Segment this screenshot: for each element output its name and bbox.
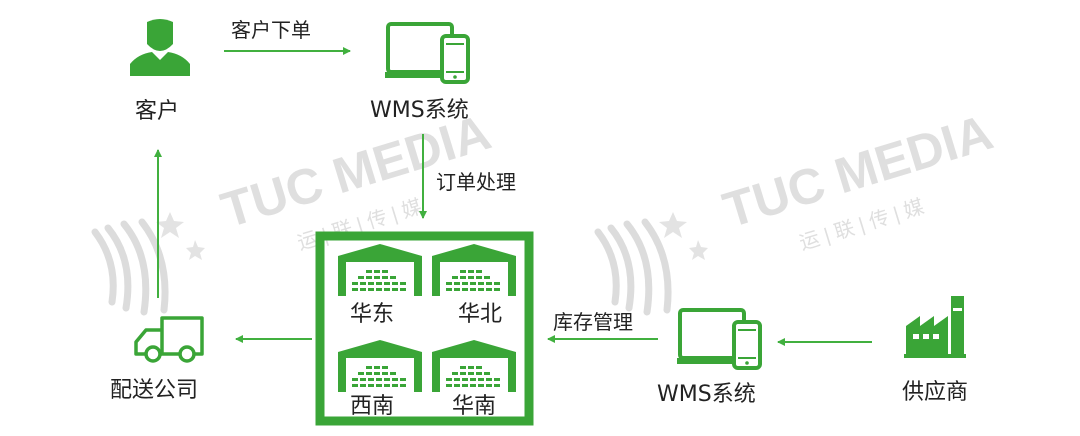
devices-icon xyxy=(675,308,762,370)
warehouse-north-china-label: 华北 xyxy=(458,302,503,327)
watermark-logo-icon xyxy=(594,218,672,316)
watermark-stars-icon xyxy=(156,212,205,260)
order-processing-label: 订单处理 xyxy=(436,170,516,194)
factory-icon xyxy=(904,296,966,358)
customer-label: 客户 xyxy=(135,99,180,124)
supplier-label: 供应商 xyxy=(902,380,969,405)
warehouse-icon xyxy=(338,340,422,392)
customer-order-label: 客户下单 xyxy=(231,18,311,42)
watermark-right: TUC MEDIA 运 | 联 | 传 | 媒 xyxy=(594,104,999,316)
delivery-company-label: 配送公司 xyxy=(110,378,199,403)
devices-icon xyxy=(383,22,470,84)
wms-bottom-label: WMS系统 xyxy=(657,382,756,407)
wms-top-label: WMS系统 xyxy=(370,98,469,123)
warehouse-icon xyxy=(432,244,516,296)
warehouse-icon xyxy=(338,244,422,296)
person-icon xyxy=(130,19,190,76)
warehouse-south-china-label: 华南 xyxy=(452,394,497,419)
watermark-stars-icon xyxy=(659,212,708,260)
warehouse-east-china-label: 华东 xyxy=(350,302,395,327)
watermark-logo-icon xyxy=(91,218,169,316)
truck-icon xyxy=(134,316,204,363)
warehouse-southwest-label: 西南 xyxy=(350,394,395,419)
inventory-management-label: 库存管理 xyxy=(553,310,633,334)
warehouse-icon xyxy=(432,340,516,392)
warehouse-complex xyxy=(315,231,534,426)
